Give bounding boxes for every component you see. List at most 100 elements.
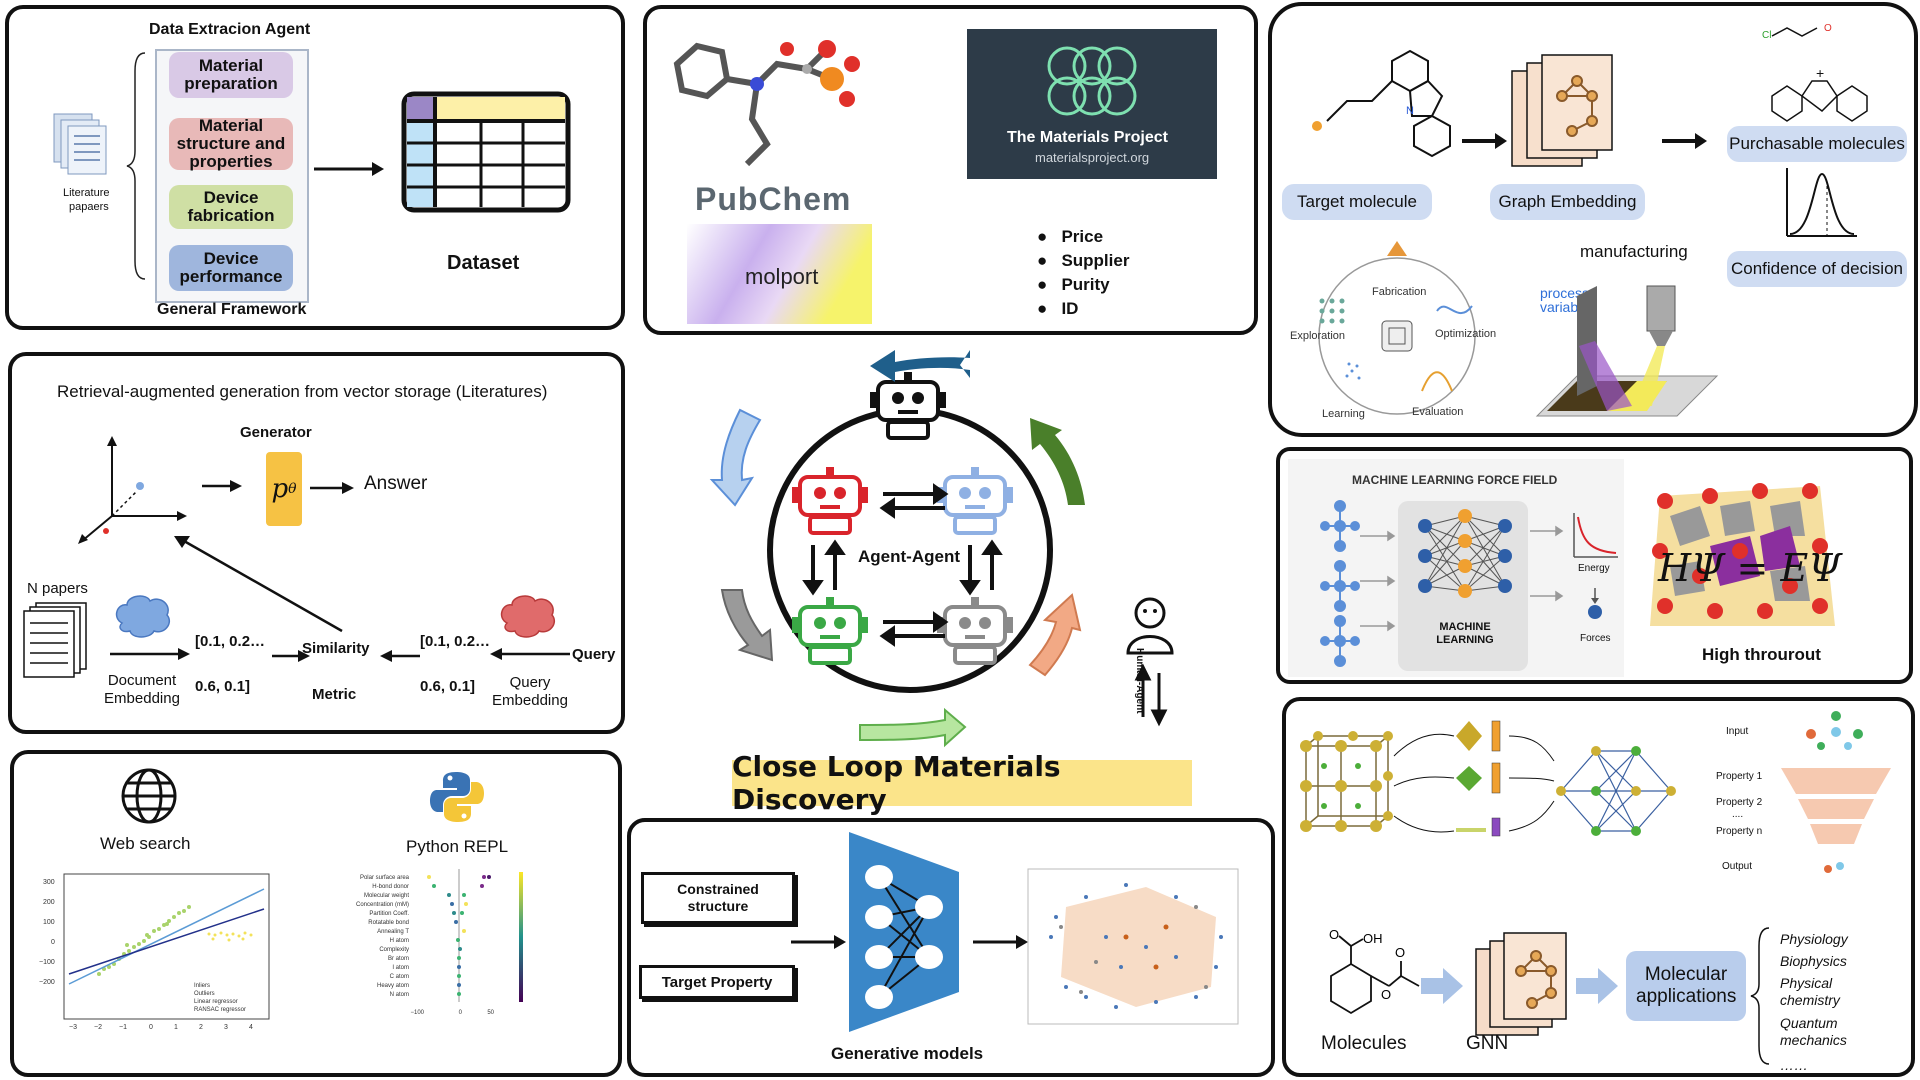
vector-left-2: 0.6, 0.1] xyxy=(195,678,251,695)
molecular-applications-box: Molecular applications xyxy=(1626,951,1746,1021)
brain-red-icon xyxy=(500,595,556,638)
svg-text:Rotatable bond: Rotatable bond xyxy=(368,920,409,926)
svg-text:H atom: H atom xyxy=(390,938,409,944)
target-molecule-icon: N xyxy=(1312,49,1451,158)
materials-project-logo: The Materials Project materialsproject.o… xyxy=(967,29,1217,179)
item-material-structure: Material structure and properties xyxy=(169,117,293,170)
crystal-lattice-icon xyxy=(1300,731,1393,832)
human-icon xyxy=(1126,597,1174,655)
svg-text:−200: −200 xyxy=(39,979,55,986)
svg-text:4: 4 xyxy=(249,1024,253,1031)
vector-right-2: 0.6, 0.1] xyxy=(420,678,476,695)
svg-text:Heavy atom: Heavy atom xyxy=(377,983,409,989)
svg-text:Linear regressor: Linear regressor xyxy=(194,999,238,1005)
literature-icon xyxy=(53,113,107,175)
molecules-label: Molecules xyxy=(1321,1033,1407,1054)
mlff-title: MACHINE LEARNING FORCE FIELD xyxy=(1352,473,1558,487)
arrow-right-vector-to-similarity xyxy=(380,650,420,662)
vector-right-1: [0.1, 0.2… xyxy=(420,633,491,650)
arrow-to-generator xyxy=(202,480,242,492)
literature-label-2: papaers xyxy=(69,201,109,213)
cycle-exploration: Exploration xyxy=(1290,330,1346,342)
svg-text:Molecular weight: Molecular weight xyxy=(364,893,409,899)
svg-text:Partition Coeff.: Partition Coeff. xyxy=(369,911,409,917)
neural-net-icon xyxy=(1418,509,1512,598)
dataset-table-icon xyxy=(401,91,571,213)
svg-text:N atom: N atom xyxy=(390,992,409,998)
materials-project-icon xyxy=(1047,46,1137,116)
high-throughput-label: High throurout xyxy=(1702,645,1821,664)
energy-curve-icon xyxy=(1573,513,1618,558)
svg-text:I atom: I atom xyxy=(392,965,409,971)
app-physical-chemistry: Physical chemistry xyxy=(1780,975,1840,1008)
target-molecule-pill: Target molecule xyxy=(1282,184,1432,220)
query-label: Query xyxy=(572,646,616,663)
svg-text:−100: −100 xyxy=(39,959,55,966)
mlff-panel: MACHINE LEARNING FORCE FIELD MACHINE LEA… xyxy=(1276,447,1913,684)
gnn-panel: Input Property 1 Property 2 .... Propert… xyxy=(1282,697,1915,1077)
svg-text:O: O xyxy=(1329,927,1339,942)
svg-text:H-bond donor: H-bond donor xyxy=(372,884,409,890)
svg-text:C atom: C atom xyxy=(390,974,409,980)
purchasable-molecules-icon: + O Cl xyxy=(1762,23,1868,122)
agent-agent-label: Agent-Agent xyxy=(858,547,960,566)
arrow-retro-2 xyxy=(1662,133,1707,149)
svg-text:300: 300 xyxy=(43,879,55,886)
svg-text:1: 1 xyxy=(174,1024,178,1031)
svg-text:N: N xyxy=(1406,105,1414,117)
funnel-p2-label: Property 2 xyxy=(1716,797,1763,808)
svg-text:O: O xyxy=(1381,987,1391,1002)
salicylic-molecule-icon: O OH O O xyxy=(1329,927,1420,1015)
latent-space-plot xyxy=(1027,868,1239,1025)
funnel-input-label: Input xyxy=(1726,726,1749,737)
robot-top-icon xyxy=(870,372,946,440)
graph-network-icon xyxy=(1556,746,1676,836)
purchasable-pill: Purchasable molecules xyxy=(1727,126,1907,162)
molport-logo-bg xyxy=(687,224,872,324)
svg-text:RANSAC regressor: RANSAC regressor xyxy=(194,1007,246,1013)
confidence-pill: Confidence of decision xyxy=(1727,251,1907,287)
svg-text:0: 0 xyxy=(459,1010,463,1016)
crystal-structure-icon xyxy=(1650,483,1835,626)
item-material-preparation: Material preparation xyxy=(169,52,293,98)
arrow-doc-to-vector xyxy=(110,648,190,660)
generative-models-label: Generative models xyxy=(831,1044,984,1063)
svg-text:Cl: Cl xyxy=(1762,30,1771,41)
metric-label: Metric xyxy=(312,686,357,703)
python-repl-label: Python REPL xyxy=(406,837,509,856)
brace xyxy=(126,52,146,280)
svg-text:0: 0 xyxy=(149,1024,153,1031)
doc-embedding-label: Document Embedding xyxy=(104,672,180,707)
robot-blue-icon xyxy=(937,467,1013,535)
arrow-query-to-vector xyxy=(490,648,570,660)
app-physiology: Physiology xyxy=(1780,931,1848,947)
robot-green-icon xyxy=(792,597,868,665)
cycle-evaluation: Evaluation xyxy=(1412,406,1464,418)
generative-network-icon xyxy=(849,832,959,1032)
robot-gray-icon xyxy=(937,597,1013,665)
constrained-structure-label: Constrained structure xyxy=(677,881,759,914)
forces-label: Forces xyxy=(1580,633,1611,644)
schrodinger-equation: HΨ = EΨ xyxy=(1658,546,1842,590)
svg-text:50: 50 xyxy=(487,1010,494,1016)
databases-panel: PubChem molport The Materials Project ma… xyxy=(643,5,1258,335)
generator-label: Generator xyxy=(240,424,312,441)
molecule-graph-icons xyxy=(1320,500,1360,667)
gnn-stack-icon xyxy=(1475,932,1567,1036)
pubchem-logo: PubChem xyxy=(695,181,852,217)
arrow-to-generator-model xyxy=(791,935,846,949)
cycle-optimization: Optimization xyxy=(1435,328,1497,340)
web-search-label: Web search xyxy=(100,834,191,853)
graph-embedding-pill: Graph Embedding xyxy=(1490,184,1645,220)
agent-exchange-arrows xyxy=(802,483,1003,647)
target-property-box: Target Property xyxy=(639,965,795,999)
mlff-output-arrows xyxy=(1530,525,1564,602)
arrow-to-latent-space xyxy=(973,935,1028,949)
bullet-price: ● Price xyxy=(1037,227,1104,246)
funnel-dots-label: .... xyxy=(1732,809,1744,820)
ml-label: MACHINE LEARNING xyxy=(1436,621,1494,646)
svg-text:−3: −3 xyxy=(69,1024,77,1031)
